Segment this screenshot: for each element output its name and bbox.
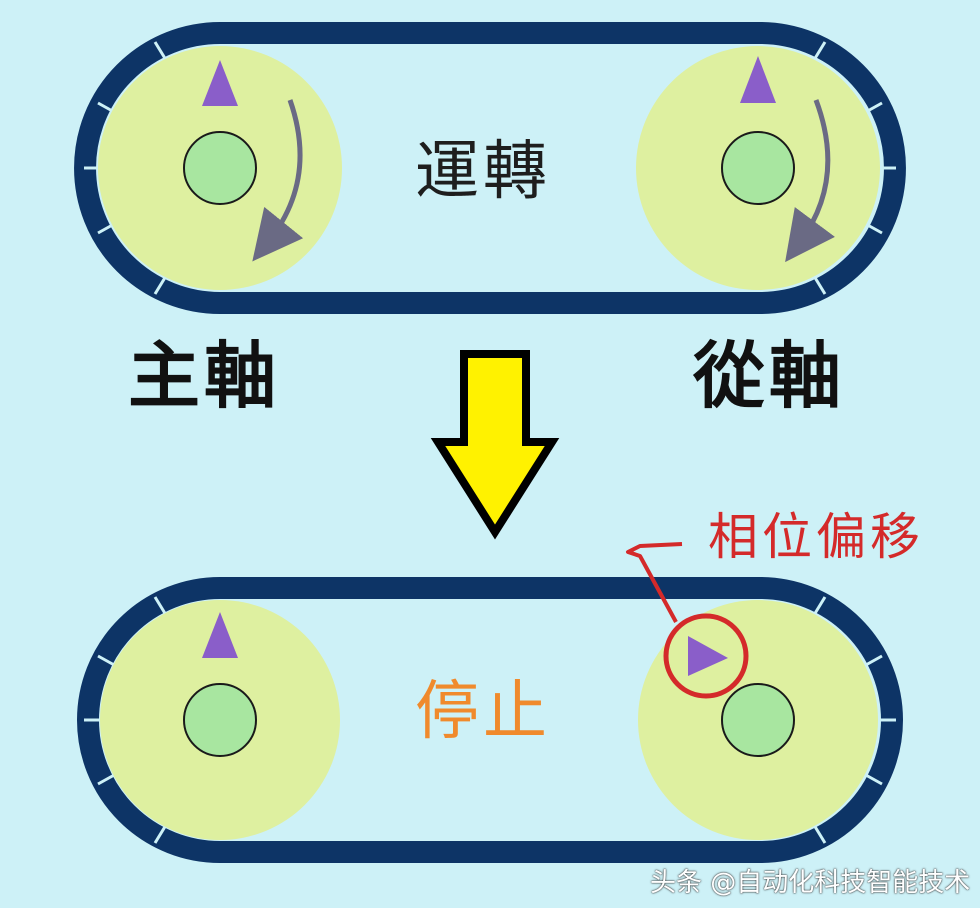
watermark: 头条 @自动化科技智能技术	[650, 858, 980, 898]
curved-arrow-icon	[252, 99, 304, 262]
triangle-marker-icon	[688, 636, 728, 676]
down-arrow-icon	[430, 350, 560, 540]
driven-shaft-label: 從軸	[693, 334, 846, 418]
stopped-main-hub	[183, 683, 257, 757]
main-shaft-label: 主軸	[128, 334, 281, 418]
watermark-text: 头条 @自动化科技智能技术	[650, 868, 971, 898]
phase-offset-label: 相位偏移	[708, 508, 924, 566]
running-belt-system	[74, 22, 906, 314]
phase-highlight-circle	[663, 613, 749, 699]
curved-arrow-icon	[785, 99, 835, 263]
triangle-marker-icon	[202, 60, 238, 106]
state-stopped-label: 停止	[415, 675, 551, 749]
stopped-belt-system	[77, 542, 903, 863]
phase-leader-line	[626, 542, 683, 623]
stopped-driven-hub	[721, 683, 795, 757]
state-running-label: 運轉	[415, 135, 551, 209]
triangle-marker-icon	[740, 56, 776, 103]
triangle-marker-icon	[202, 612, 238, 658]
running-main-hub	[183, 131, 257, 205]
running-driven-hub	[721, 131, 795, 205]
